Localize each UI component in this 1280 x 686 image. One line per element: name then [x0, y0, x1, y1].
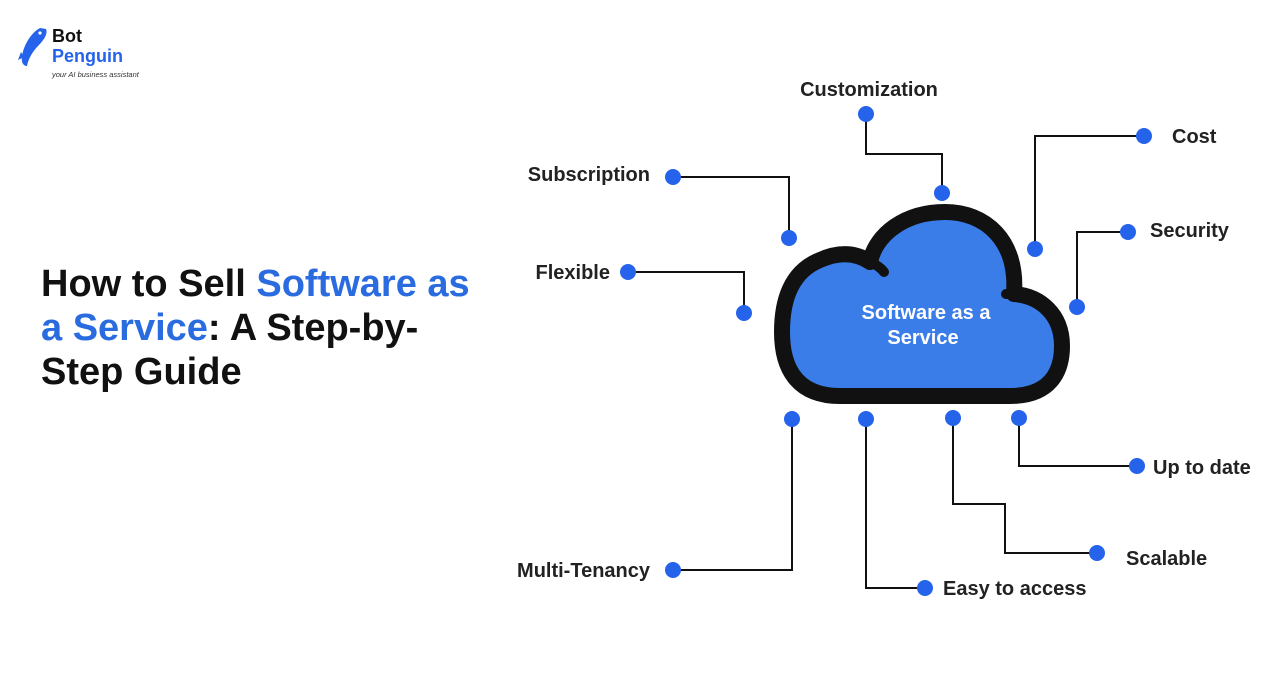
brand-name-line2: Penguin [52, 46, 123, 66]
connector-up-to-date [1018, 418, 1137, 467]
node-dot [665, 562, 681, 578]
brand-tagline: your AI business assistant [52, 70, 139, 79]
title-part2: : A Step-by-Step Guide [41, 307, 419, 393]
node-dot [1069, 299, 1085, 315]
node-dot [1011, 410, 1027, 426]
cloud: Software as a Service [774, 204, 1070, 404]
connector-customization [865, 114, 943, 193]
node-dot [1136, 128, 1152, 144]
label-customization: Customization [800, 79, 938, 101]
node-dot [620, 264, 636, 280]
node-dot [934, 185, 950, 201]
label-security: Security [1150, 220, 1230, 242]
node-dot [781, 230, 797, 246]
node-dot [917, 580, 933, 596]
connector-cost [1034, 135, 1144, 249]
label-subscription: Subscription [528, 164, 650, 186]
title-part1: How to Sell [41, 263, 257, 305]
node-dot [784, 411, 800, 427]
page-title: How to Sell Software as a Service: A Ste… [41, 262, 481, 394]
label-cost: Cost [1172, 126, 1217, 148]
cloud-shape [774, 204, 1070, 404]
cloud-inner-curve [865, 257, 889, 277]
node-dot [1089, 545, 1105, 561]
node-dot [858, 106, 874, 122]
node-dot [945, 410, 961, 426]
brand-name-line1: Bot [52, 26, 82, 46]
node-dot [1129, 458, 1145, 474]
node-dot [858, 411, 874, 427]
connector-security [1076, 231, 1128, 307]
node-dot [1027, 241, 1043, 257]
label-scalable: Scalable [1126, 548, 1207, 570]
title-highlight: Software as a Service [41, 263, 470, 349]
node-dot [736, 305, 752, 321]
connector-scalable [952, 418, 1097, 554]
node-dot [1120, 224, 1136, 240]
label-flexible: Flexible [536, 262, 610, 284]
brand-logo: Bot Penguin your AI business assistant [18, 24, 148, 84]
center-label-line2: Service [887, 327, 958, 349]
connector-easy-to-access [865, 419, 925, 589]
label-easy-to-access: Easy to access [943, 578, 1086, 600]
center-label-line1: Software as a [862, 302, 992, 324]
penguin-icon [18, 28, 47, 66]
connector-subscription [673, 176, 790, 238]
label-up-to-date: Up to date [1153, 457, 1251, 479]
node-dot [665, 169, 681, 185]
label-multi-tenancy: Multi-Tenancy [517, 560, 651, 582]
connector-multi-tenancy [673, 419, 793, 571]
connector-flexible [628, 271, 745, 313]
